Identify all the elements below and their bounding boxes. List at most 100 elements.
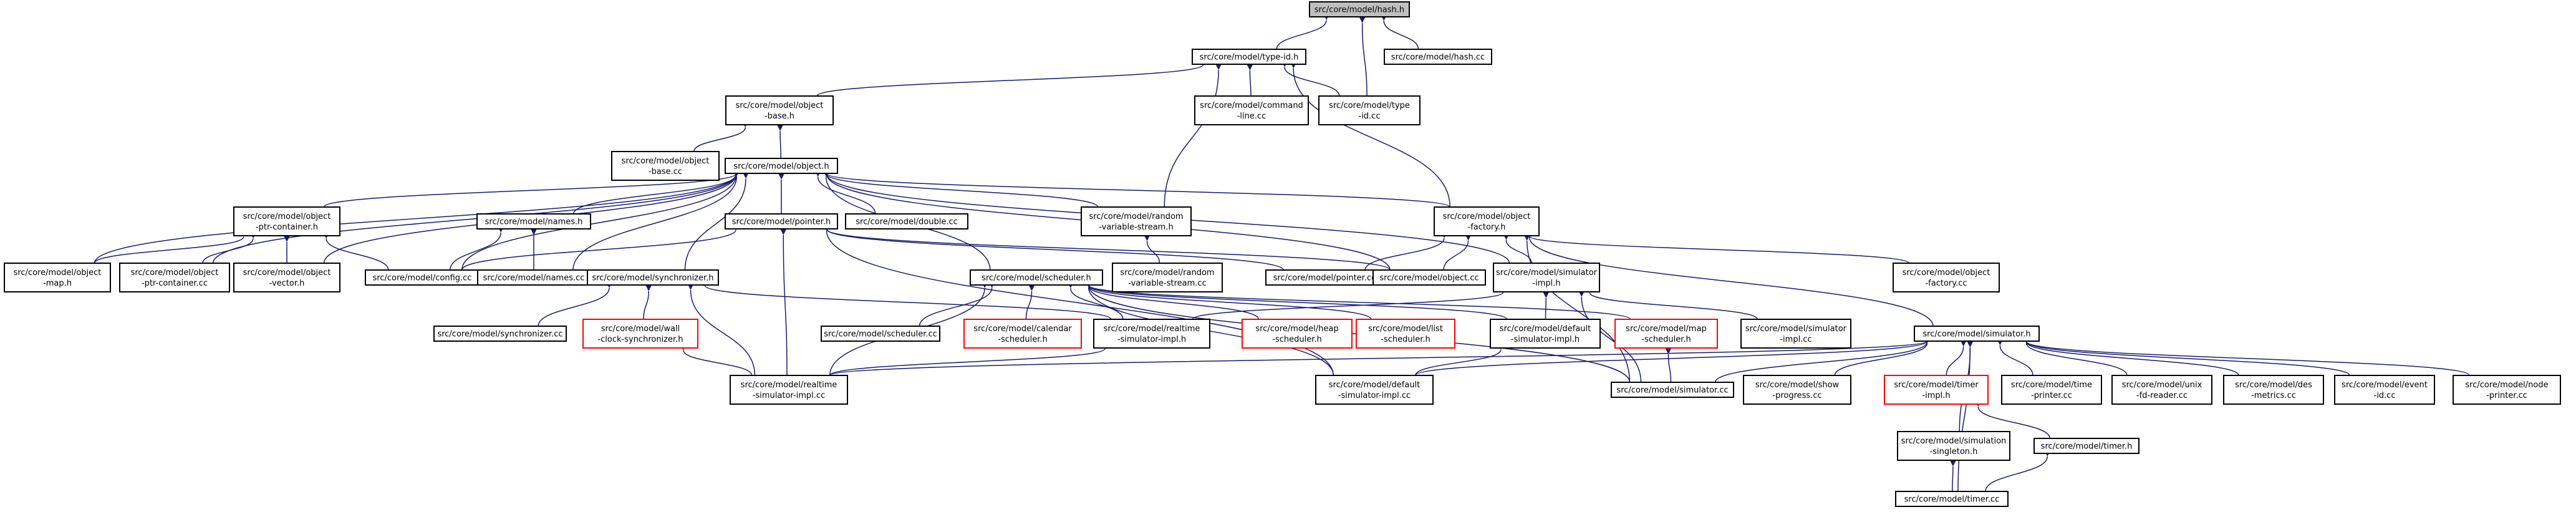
node-box-object-factory-h — [1434, 206, 1540, 236]
node-command-line-cc[interactable]: src/core/model/command-line.cc — [1194, 95, 1309, 125]
node-des-metrics-cc[interactable]: src/core/model/des-metrics.cc — [2223, 375, 2324, 405]
node-event-id-cc[interactable]: src/core/model/event-id.cc — [2334, 375, 2435, 405]
node-box-type-id-h — [1192, 49, 1306, 65]
node-unix-fd-reader-cc[interactable]: src/core/model/unix-fd-reader.cc — [2111, 375, 2212, 405]
node-label-object-ptr-container-h: -ptr-container.h — [256, 223, 318, 232]
node-default-simulator-impl-h[interactable]: src/core/model/default-simulator-impl.h — [1490, 319, 1601, 349]
node-random-variable-stream-cc[interactable]: src/core/model/random-variable-stream.cc — [1112, 263, 1223, 292]
node-hash-cc[interactable]: src/core/model/hash.cc — [1384, 49, 1492, 65]
node-box-pointer-cc — [1265, 269, 1384, 286]
node-config-cc[interactable]: src/core/model/config.cc — [365, 269, 480, 286]
edge-synchronizer-h-to-realtime-simulator-impl-cc — [687, 283, 756, 376]
node-map-scheduler-h[interactable]: src/core/model/map-scheduler.h — [1614, 319, 1718, 349]
node-label-simulation-singleton-h: src/core/model/simulation — [1901, 437, 2007, 446]
edge-pointer-h-to-config-cc — [461, 223, 740, 271]
node-object-cc[interactable]: src/core/model/object.cc — [1372, 269, 1486, 286]
node-box-show-progress-cc — [1743, 375, 1851, 405]
edge-simulator-h-to-simulator-cc — [1714, 336, 1931, 383]
node-calendar-scheduler-h[interactable]: src/core/model/calendar-scheduler.h — [963, 319, 1082, 349]
node-box-realtime-simulator-impl-h — [1093, 319, 1210, 349]
node-default-simulator-impl-cc[interactable]: src/core/model/default-simulator-impl.cc — [1315, 375, 1434, 405]
node-time-printer-cc[interactable]: src/core/model/time-printer.cc — [2001, 375, 2102, 405]
node-node-printer-cc[interactable]: src/core/model/node-printer.cc — [2453, 375, 2561, 405]
node-object-base-h[interactable]: src/core/model/object-base.h — [725, 95, 834, 125]
node-box-default-simulator-impl-cc — [1315, 375, 1434, 405]
node-label-object-factory-h: -factory.h — [1468, 223, 1506, 232]
node-label-timer-impl-h: src/core/model/timer — [1894, 380, 1979, 390]
node-box-object-ptr-container-cc — [119, 263, 230, 292]
node-object-factory-h[interactable]: src/core/model/object-factory.h — [1434, 206, 1540, 236]
node-label-simulator-cc: src/core/model/simulator.cc — [1616, 386, 1728, 395]
node-realtime-simulator-impl-cc[interactable]: src/core/model/realtime-simulator-impl.c… — [730, 375, 848, 405]
node-pointer-cc[interactable]: src/core/model/pointer.cc — [1265, 269, 1384, 286]
node-object-ptr-container-cc[interactable]: src/core/model/object-ptr-container.cc — [119, 263, 230, 292]
node-label-random-variable-stream-cc: src/core/model/random — [1120, 268, 1214, 278]
edge-simulation-singleton-h-to-timer-cc — [1949, 460, 1956, 492]
node-object-base-cc[interactable]: src/core/model/object-base.cc — [611, 151, 720, 181]
node-object-h[interactable]: src/core/model/object.h — [725, 158, 838, 174]
node-object-vector-h[interactable]: src/core/model/object-vector.h — [233, 263, 340, 292]
node-label-random-variable-stream-h: src/core/model/random — [1089, 212, 1183, 221]
node-object-map-h[interactable]: src/core/model/object-map.h — [4, 263, 111, 292]
edge-simulator-h-to-event-id-cc — [2023, 335, 2350, 376]
node-simulator-impl-h[interactable]: src/core/model/simulator-impl.h — [1493, 263, 1600, 292]
edge-object-h-to-double-cc — [814, 170, 876, 215]
node-simulator-cc[interactable]: src/core/model/simulator.cc — [1611, 382, 1734, 398]
edge-object-ptr-container-h-to-object-ptr-container-cc — [202, 232, 257, 264]
node-heap-scheduler-h[interactable]: src/core/model/heap-scheduler.h — [1242, 319, 1353, 349]
node-synchronizer-h[interactable]: src/core/model/synchronizer.h — [587, 269, 719, 286]
node-type-id-cc[interactable]: src/core/model/type-id.cc — [1318, 95, 1421, 125]
node-label-object-ptr-container-cc: -ptr-container.cc — [142, 279, 208, 288]
edge-pointer-h-to-realtime-simulator-impl-cc — [780, 228, 788, 376]
node-object-ptr-container-h[interactable]: src/core/model/object-ptr-container.h — [233, 206, 340, 236]
node-object-factory-cc[interactable]: src/core/model/object-factory.cc — [1893, 263, 2000, 292]
edge-default-simulator-impl-h-to-default-simulator-impl-cc — [1415, 343, 1504, 376]
node-list-scheduler-h[interactable]: src/core/model/list-scheduler.h — [1356, 319, 1455, 349]
node-synchronizer-cc[interactable]: src/core/model/synchronizer.cc — [433, 326, 567, 342]
node-pointer-h[interactable]: src/core/model/pointer.h — [725, 213, 838, 229]
node-label-object-factory-cc: -factory.cc — [1925, 279, 1967, 288]
edge-simulator-h-to-default-simulator-impl-cc — [1415, 335, 1931, 376]
node-label-command-line-cc: src/core/model/command — [1200, 101, 1303, 110]
node-box-list-scheduler-h — [1356, 319, 1455, 349]
node-box-timer-impl-h — [1884, 375, 1989, 405]
node-timer-cc[interactable]: src/core/model/timer.cc — [1895, 491, 2009, 507]
node-show-progress-cc[interactable]: src/core/model/show-progress.cc — [1743, 375, 1851, 405]
node-simulator-impl-cc[interactable]: src/core/model/simulator-impl.cc — [1740, 319, 1851, 349]
node-box-object-base-h — [725, 95, 834, 125]
node-box-pointer-h — [725, 213, 838, 229]
node-scheduler-cc[interactable]: src/core/model/scheduler.cc — [821, 326, 940, 342]
node-hash-h[interactable]: src/core/model/hash.h — [1309, 1, 1410, 17]
node-label-time-printer-cc: src/core/model/time — [2011, 380, 2092, 390]
node-box-command-line-cc — [1194, 95, 1309, 125]
node-random-variable-stream-h[interactable]: src/core/model/random-variable-stream.h — [1081, 206, 1192, 236]
node-names-h[interactable]: src/core/model/names.h — [476, 213, 591, 229]
node-label-timer-h: src/core/model/timer.h — [2041, 442, 2133, 452]
node-label-config-cc: src/core/model/config.cc — [373, 274, 472, 283]
node-box-random-variable-stream-cc — [1112, 263, 1223, 292]
edge-simulator-h-to-timer-impl-h — [1946, 340, 1967, 376]
edge-synchronizer-h-to-synchronizer-cc — [538, 281, 612, 327]
node-simulation-singleton-h[interactable]: src/core/model/simulation-singleton.h — [1897, 431, 2010, 461]
node-wall-clock-synchronizer-h[interactable]: src/core/model/wall-clock-synchronizer.h — [582, 319, 698, 349]
node-double-cc[interactable]: src/core/model/double.cc — [845, 213, 968, 229]
node-timer-h[interactable]: src/core/model/timer.h — [2033, 438, 2139, 454]
node-names-cc[interactable]: src/core/model/names.cc — [477, 269, 591, 286]
node-label-names-h: src/core/model/names.h — [485, 218, 583, 227]
node-scheduler-h[interactable]: src/core/model/scheduler.h — [970, 269, 1103, 286]
edge-simulator-impl-h-to-realtime-simulator-impl-h — [1192, 286, 1507, 320]
node-label-object-ptr-container-cc: src/core/model/object — [131, 268, 219, 278]
node-label-calendar-scheduler-h: -scheduler.h — [998, 335, 1047, 344]
edge-map-scheduler-h-to-simulator-cc — [1665, 347, 1672, 383]
node-label-double-cc: src/core/model/double.cc — [856, 218, 958, 227]
node-simulator-h[interactable]: src/core/model/simulator.h — [1914, 326, 2040, 342]
node-label-object-base-cc: -base.cc — [649, 167, 682, 176]
node-type-id-h[interactable]: src/core/model/type-id.h — [1192, 49, 1306, 65]
edge-type-id-h-to-command-line-cc — [1247, 64, 1253, 97]
node-realtime-simulator-impl-h[interactable]: src/core/model/realtime-simulator-impl.h — [1093, 319, 1210, 349]
node-timer-impl-h[interactable]: src/core/model/timer-impl.h — [1884, 375, 1989, 405]
edge-simulator-h-to-unix-fd-reader-cc — [2023, 337, 2128, 376]
node-box-synchronizer-h — [587, 269, 719, 286]
node-label-synchronizer-cc: src/core/model/synchronizer.cc — [437, 330, 562, 339]
node-label-heap-scheduler-h: src/core/model/heap — [1255, 324, 1338, 334]
